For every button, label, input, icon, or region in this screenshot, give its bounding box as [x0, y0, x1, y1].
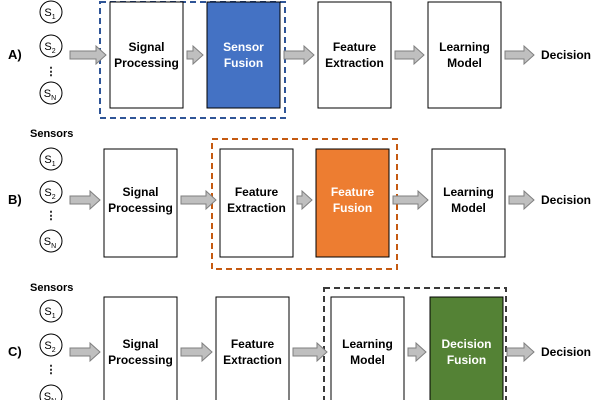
sensor-label: S1 [44, 306, 55, 320]
sensor-label: SN [44, 88, 56, 102]
decision-label: Decision [541, 48, 591, 62]
stage-box [206, 1, 281, 109]
sensor-node: S2 [39, 180, 63, 204]
row-letter: C) [8, 344, 22, 359]
flow-arrow [296, 189, 313, 211]
stage-box [315, 148, 390, 258]
sensor-circle [39, 384, 63, 400]
flow-arrow [394, 44, 425, 66]
flow-arrow [69, 189, 101, 211]
sensor-circle [39, 34, 63, 58]
sensor-ellipsis: ⋮ [46, 210, 57, 222]
sensor-circle [39, 333, 63, 357]
row-letter: B) [8, 192, 22, 207]
sensor-circle [39, 0, 63, 24]
sensor-label: SN [44, 391, 56, 400]
sensor-node: S2 [39, 333, 63, 357]
decision-label: Decision [541, 193, 591, 207]
row-letter: A) [8, 47, 22, 62]
stage-box [427, 1, 502, 109]
flow-arrow [292, 341, 328, 363]
sensor-ellipsis: ⋮ [46, 364, 57, 376]
sensor-label: S1 [44, 7, 55, 21]
flow-arrow [180, 189, 217, 211]
flow-arrow [283, 44, 315, 66]
sensor-label: SN [44, 236, 56, 250]
sensor-label: S2 [44, 41, 55, 55]
sensor-circle [39, 147, 63, 171]
flow-arrow [180, 341, 213, 363]
sensor-node: S1 [39, 0, 63, 24]
stage-box [103, 148, 178, 258]
sensor-node: SN [39, 81, 63, 105]
sensor-label: S2 [44, 187, 55, 201]
sensor-node: SN [39, 229, 63, 253]
stage-box [109, 1, 184, 109]
decision-label: Decision [541, 345, 591, 359]
stage-box [431, 148, 506, 258]
sensor-node: S1 [39, 299, 63, 323]
stage-box [330, 296, 405, 400]
flow-arrow [506, 341, 535, 363]
flow-arrow [504, 44, 535, 66]
sensors-title: Sensors [30, 128, 73, 140]
flow-arrow [407, 341, 427, 363]
sensor-ellipsis: ⋮ [46, 66, 57, 78]
fusion-group-outline [323, 287, 507, 400]
sensor-node: S1 [39, 147, 63, 171]
sensor-circle [39, 229, 63, 253]
stage-box [219, 148, 294, 258]
sensors-title: Sensors [30, 282, 73, 294]
stage-box [429, 296, 504, 400]
sensor-node: SN [39, 384, 63, 400]
stage-box [317, 1, 392, 109]
sensor-circle [39, 81, 63, 105]
stage-box [103, 296, 178, 400]
flow-arrow [69, 44, 107, 66]
sensor-circle [39, 299, 63, 323]
flow-arrow [508, 189, 535, 211]
sensor-label: S2 [44, 340, 55, 354]
flow-arrow [186, 44, 204, 66]
sensor-label: S1 [44, 154, 55, 168]
flow-arrow [392, 189, 429, 211]
sensor-circle [39, 180, 63, 204]
flow-arrow [69, 341, 101, 363]
sensor-node: S2 [39, 34, 63, 58]
stage-box [215, 296, 290, 400]
